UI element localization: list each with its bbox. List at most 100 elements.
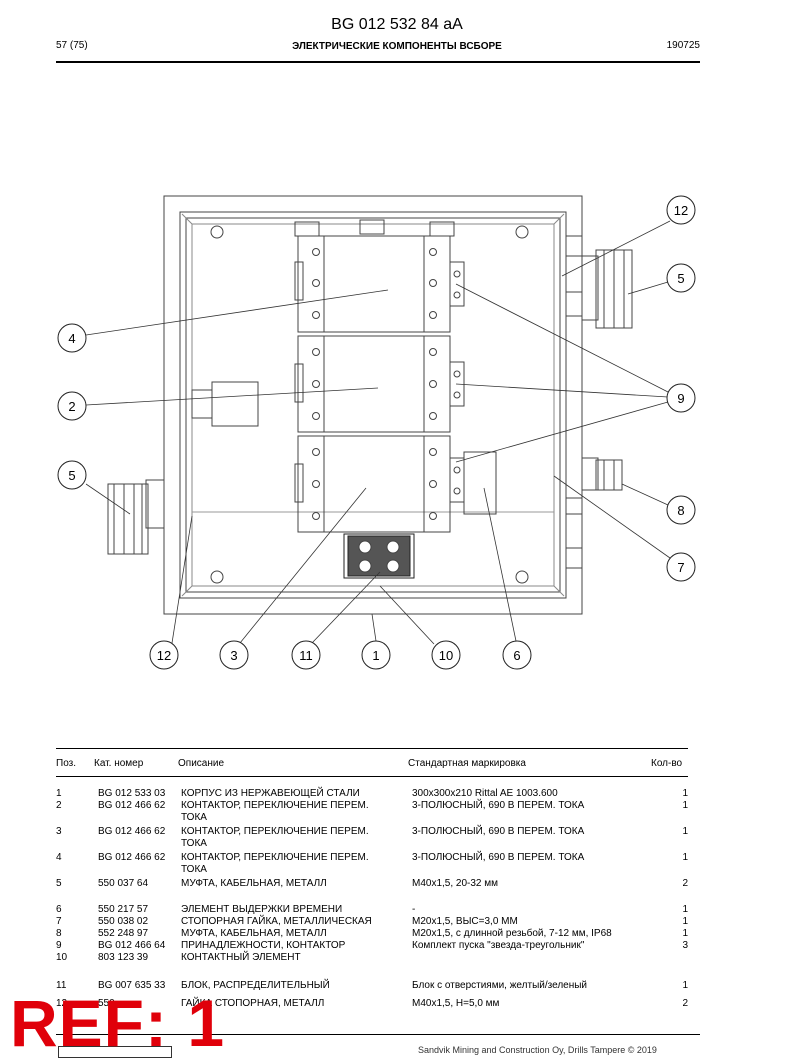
cell-desc: КОНТАКТОР, ПЕРЕКЛЮЧЕНИЕ ПЕРЕМ. bbox=[181, 826, 369, 837]
cable-gland-left bbox=[107, 479, 165, 555]
enclosure-outer bbox=[163, 195, 583, 615]
assembly-drawing: 12 5 4 9 2 5 8 7 12 3 11 1 10 6 bbox=[57, 195, 696, 670]
cell-cat: BG 012 466 62 bbox=[98, 826, 166, 837]
cell-cat: 550 037 64 bbox=[98, 878, 149, 889]
cell-qty: 1 bbox=[682, 826, 688, 837]
callout-3: 3 bbox=[230, 648, 237, 663]
contactor-4 bbox=[294, 235, 451, 333]
section-title: ЭЛЕКТРИЧЕСКИЕ КОМПОНЕНТЫ ВСБОРЕ bbox=[292, 41, 502, 52]
cell-desc: ГАЙКА СТОПОРНАЯ, МЕТАЛЛ bbox=[181, 998, 325, 1009]
cell-std: 3-ПОЛЮСНЫЙ, 690 В ПЕРЕМ. ТОКА bbox=[412, 852, 585, 863]
cell-cat: BG 012 466 64 bbox=[98, 940, 166, 951]
cell-qty: 3 bbox=[682, 940, 688, 951]
cell-std: 300x300x210 Rittal AE 1003.600 bbox=[412, 788, 558, 799]
cell-cat: 550 217 57 bbox=[98, 904, 149, 915]
cell-cat: BG 012 466 62 bbox=[98, 800, 166, 811]
contactor-3 bbox=[294, 435, 451, 533]
cell-cat: BG 012 466 62 bbox=[98, 852, 166, 863]
cell-qty: 2 bbox=[682, 998, 688, 1009]
cell-pos: 1 bbox=[56, 788, 62, 799]
cell-desc: МУФТА, КАБЕЛЬНАЯ, МЕТАЛЛ bbox=[181, 878, 327, 889]
document-number: BG 012 532 84 aA bbox=[331, 16, 463, 33]
corner-hole bbox=[515, 570, 529, 584]
cell-std: M40x1,5, H=5,0 мм bbox=[412, 998, 500, 1009]
header-pos: Поз. bbox=[56, 758, 76, 769]
header-desc: Описание bbox=[178, 758, 225, 769]
cable-gland-small bbox=[565, 457, 623, 569]
cell-cat: 552 248 97 bbox=[98, 928, 149, 939]
cell-std: Комплект пуска "звезда-треугольник" bbox=[412, 940, 585, 951]
callout-circles bbox=[57, 195, 696, 670]
cell-pos: 8 bbox=[56, 928, 62, 939]
leader-lines bbox=[85, 220, 671, 645]
callout-5-left: 5 bbox=[68, 468, 75, 483]
cell-pos: 4 bbox=[56, 852, 62, 863]
cell-qty: 1 bbox=[682, 916, 688, 927]
cell-std: M20x1,5, ВЫС=3,0 ММ bbox=[412, 916, 518, 927]
cell-desc: СТОПОРНАЯ ГАЙКА, МЕТАЛЛИЧЕСКАЯ bbox=[181, 916, 372, 927]
cell-pos: 9 bbox=[56, 940, 62, 951]
cell-desc: ПРИНАДЛЕЖНОСТИ, КОНТАКТОР bbox=[181, 940, 346, 951]
ref-stamp: REF: 1 bbox=[10, 986, 226, 1060]
footer-rule bbox=[56, 1034, 700, 1035]
cell-desc: БЛОК, РАСПРЕДЕЛИТЕЛЬНЫЙ bbox=[181, 980, 330, 991]
corner-hole bbox=[210, 570, 224, 584]
cell-desc-line2: ТОКА bbox=[181, 838, 207, 849]
cell-pos: 7 bbox=[56, 916, 62, 927]
callout-8: 8 bbox=[677, 503, 684, 518]
accessory-blocks bbox=[449, 261, 465, 503]
cell-cat: 803 123 39 bbox=[98, 952, 149, 963]
cell-std: Блок с отверстиями, желтый/зеленый bbox=[412, 980, 588, 991]
cell-cat: BG 012 533 03 bbox=[98, 788, 166, 799]
cell-desc: ЭЛЕМЕНТ ВЫДЕРЖКИ ВРЕМЕНИ bbox=[181, 904, 343, 915]
cell-pos: 6 bbox=[56, 904, 62, 915]
callout-12-bottom: 12 bbox=[157, 648, 171, 663]
cell-pos: 10 bbox=[56, 952, 68, 963]
timer-element bbox=[463, 451, 497, 515]
header-std: Стандартная маркировка bbox=[408, 758, 526, 769]
callout-11: 11 bbox=[299, 648, 313, 663]
cell-cat: BG 007 635 33 bbox=[98, 980, 166, 991]
cell-qty: 1 bbox=[682, 904, 688, 915]
cell-qty: 1 bbox=[682, 800, 688, 811]
page-count: 57 (75) bbox=[56, 40, 88, 51]
cell-cat: 550 ... bbox=[98, 998, 126, 1009]
cell-qty: 1 bbox=[682, 852, 688, 863]
contactor-2 bbox=[294, 335, 451, 433]
cell-desc: КОНТАКТОР, ПЕРЕКЛЮЧЕНИЕ ПЕРЕМ. bbox=[181, 800, 369, 811]
table-top-rule bbox=[56, 748, 688, 749]
header-qty: Кол-во bbox=[651, 758, 683, 769]
cell-qty: 2 bbox=[682, 878, 688, 889]
enclosure-inner bbox=[185, 217, 561, 593]
cell-std: M40x1,5, 20-32 мм bbox=[412, 878, 499, 889]
callout-4: 4 bbox=[68, 331, 75, 346]
cell-pos: 11 bbox=[56, 980, 67, 991]
cell-desc: КОРПУС ИЗ НЕРЖАВЕЮЩЕЙ СТАЛИ bbox=[181, 788, 360, 799]
cell-desc: КОНТАКТНЫЙ ЭЛЕМЕНТ bbox=[181, 952, 301, 963]
callout-7: 7 bbox=[677, 560, 684, 575]
document-date: 190725 bbox=[666, 40, 700, 51]
cell-desc-line2: ТОКА bbox=[181, 864, 207, 875]
cell-pos: 5 bbox=[56, 878, 62, 889]
cell-std: M20x1,5, с длинной резьбой, 7-12 мм, IP6… bbox=[412, 928, 612, 939]
callout-10: 10 bbox=[439, 648, 453, 663]
cell-pos: 2 bbox=[56, 800, 62, 811]
cell-desc: КОНТАКТОР, ПЕРЕКЛЮЧЕНИЕ ПЕРЕМ. bbox=[181, 852, 369, 863]
cell-qty: 1 bbox=[682, 788, 688, 799]
cell-pos: 3 bbox=[56, 826, 62, 837]
cell-std: - bbox=[412, 904, 416, 915]
callout-9: 9 bbox=[677, 391, 684, 406]
cell-desc-line2: ТОКА bbox=[181, 812, 207, 823]
callout-1: 1 bbox=[372, 648, 379, 663]
cable-gland-right bbox=[565, 235, 633, 329]
corner-hole bbox=[210, 225, 224, 239]
table-header-rule bbox=[56, 776, 688, 777]
footer-copyright: Sandvik Mining and Construction Oy, Dril… bbox=[418, 1045, 657, 1055]
cell-cat: 550 038 02 bbox=[98, 916, 149, 927]
header-cat: Кат. номер bbox=[94, 758, 144, 769]
terminal-block bbox=[343, 533, 415, 579]
cell-std: 3-ПОЛЮСНЫЙ, 690 В ПЕРЕМ. ТОКА bbox=[412, 800, 585, 811]
corner-hole bbox=[515, 225, 529, 239]
cell-std: 3-ПОЛЮСНЫЙ, 690 В ПЕРЕМ. ТОКА bbox=[412, 826, 585, 837]
callout-6: 6 bbox=[513, 648, 520, 663]
